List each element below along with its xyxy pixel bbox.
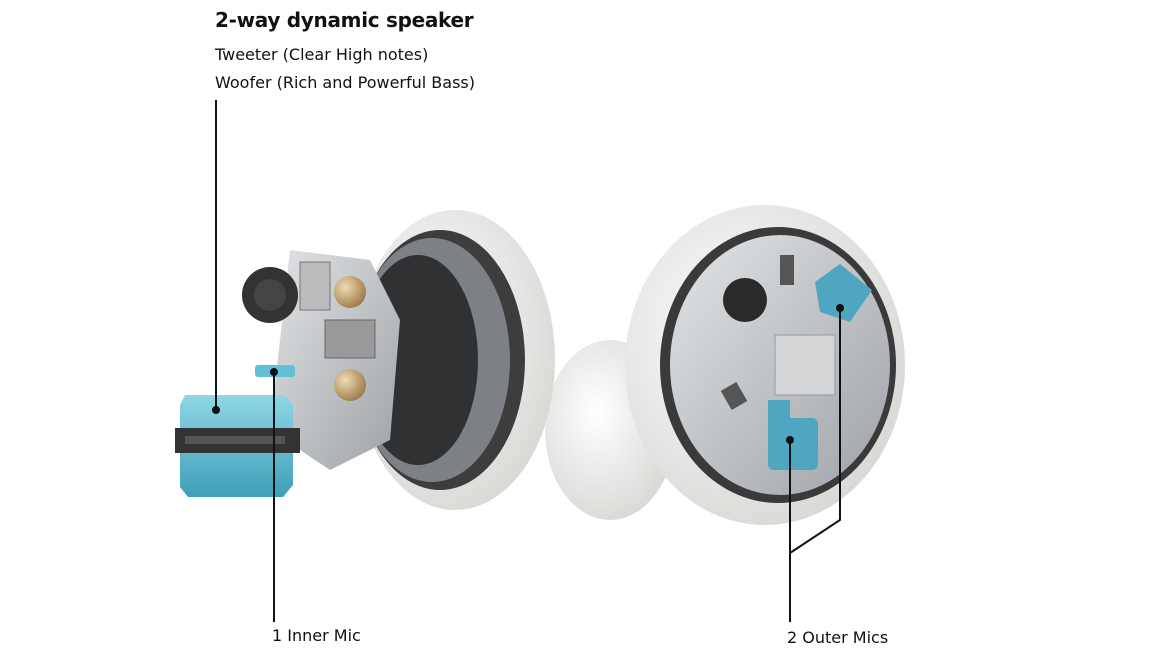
callout-dot (270, 368, 278, 376)
outer-mic-bottom (768, 400, 818, 470)
outer-mic-top (815, 264, 872, 322)
callout-dot (212, 406, 220, 414)
inner-mic-label: 1 Inner Mic (272, 626, 361, 645)
leader-lines (215, 100, 841, 622)
callout-dot (836, 304, 844, 312)
right-earbud (545, 205, 905, 525)
component-icon (723, 278, 767, 322)
speaker-contact-icon (334, 276, 366, 308)
woofer-label: Woofer (Rich and Powerful Bass) (215, 73, 475, 92)
speaker-title: 2-way dynamic speaker (215, 8, 474, 32)
callout-dot (786, 436, 794, 444)
outer-mics-label: 2 Outer Mics (787, 628, 889, 647)
tweeter-label: Tweeter (Clear High notes) (215, 45, 429, 64)
left-earbud (175, 210, 555, 510)
speaker-contact-icon (334, 369, 366, 401)
